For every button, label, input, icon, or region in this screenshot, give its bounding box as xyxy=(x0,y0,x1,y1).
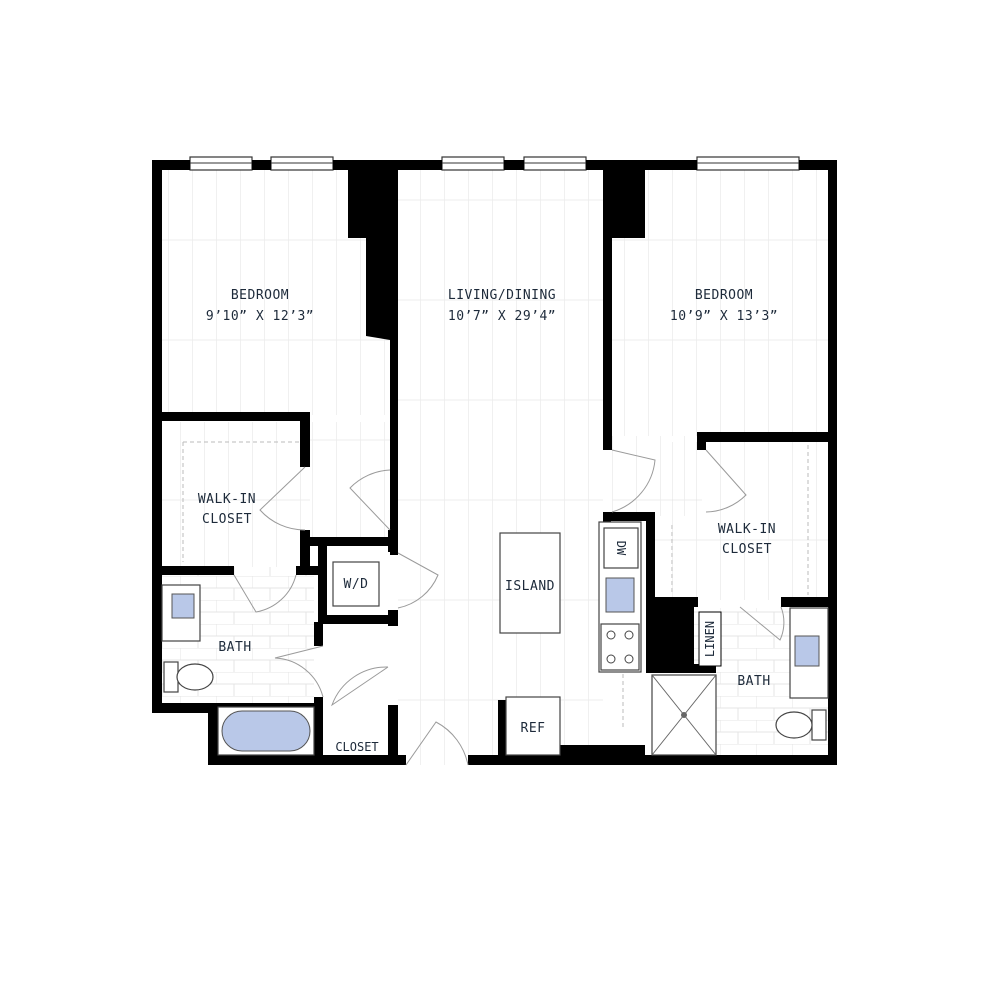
door-swings xyxy=(233,449,785,766)
bedroom-right-dims: 10’9” X 13’3” xyxy=(670,309,778,324)
dishwasher-label: DW xyxy=(614,541,628,556)
fixtures xyxy=(161,521,829,756)
living-dims: 10’7” X 29’4” xyxy=(448,309,556,324)
walkin-left-line2: CLOSET xyxy=(202,512,252,527)
refrigerator xyxy=(505,696,561,756)
linen-label: LINEN xyxy=(703,621,717,657)
bath-left-name: BATH xyxy=(218,640,251,655)
cooktop xyxy=(600,623,640,671)
island-label: ISLAND xyxy=(505,579,555,594)
toilet-right xyxy=(775,709,827,741)
room-labels: BEDROOM 9’10” X 12’3” LIVING/DINING 10’7… xyxy=(198,288,778,754)
living-name: LIVING/DINING xyxy=(448,288,556,303)
walls xyxy=(152,160,837,765)
linen-tag xyxy=(698,611,722,667)
bath-right-name: BATH xyxy=(737,674,770,689)
walkin-right-line1: WALK-IN xyxy=(718,522,776,537)
bedroom-left-dims: 9’10” X 12’3” xyxy=(206,309,314,324)
kitchen-sink xyxy=(605,577,635,613)
windows xyxy=(189,156,800,171)
toilet-left xyxy=(163,661,214,693)
sink-right xyxy=(794,635,820,667)
walkin-right-line2: CLOSET xyxy=(722,542,772,557)
island xyxy=(499,532,561,634)
bedroom-left-name: BEDROOM xyxy=(231,288,289,303)
sink-left xyxy=(171,593,195,619)
bedroom-right-name: BEDROOM xyxy=(695,288,753,303)
closet-shelves xyxy=(182,441,809,730)
tub-basin xyxy=(221,710,311,752)
washer-dryer xyxy=(332,561,380,607)
washer-dryer-label: W/D xyxy=(344,577,369,592)
dishwasher xyxy=(603,527,639,569)
floor-fill xyxy=(162,168,828,765)
refrigerator-label: REF xyxy=(521,721,546,736)
walkin-left-line1: WALK-IN xyxy=(198,492,256,507)
closet-name: CLOSET xyxy=(335,740,378,754)
shower xyxy=(651,674,717,756)
